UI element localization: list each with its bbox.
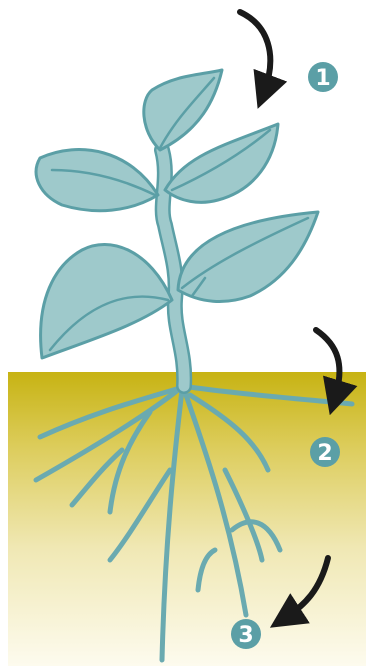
marker-badge-1: 1 [308,62,338,92]
marker-badge-3: 3 [231,619,261,649]
marker-badge-2: 2 [310,437,340,467]
leaf-lower-left [41,244,172,358]
marker-label-3: 3 [238,623,253,648]
soil [8,372,366,666]
leaf-upper-left [36,150,158,211]
marker-label-2: 2 [317,441,332,466]
downward-curved-arrow-icon-1 [240,12,270,92]
marker-label-1: 1 [315,66,330,91]
